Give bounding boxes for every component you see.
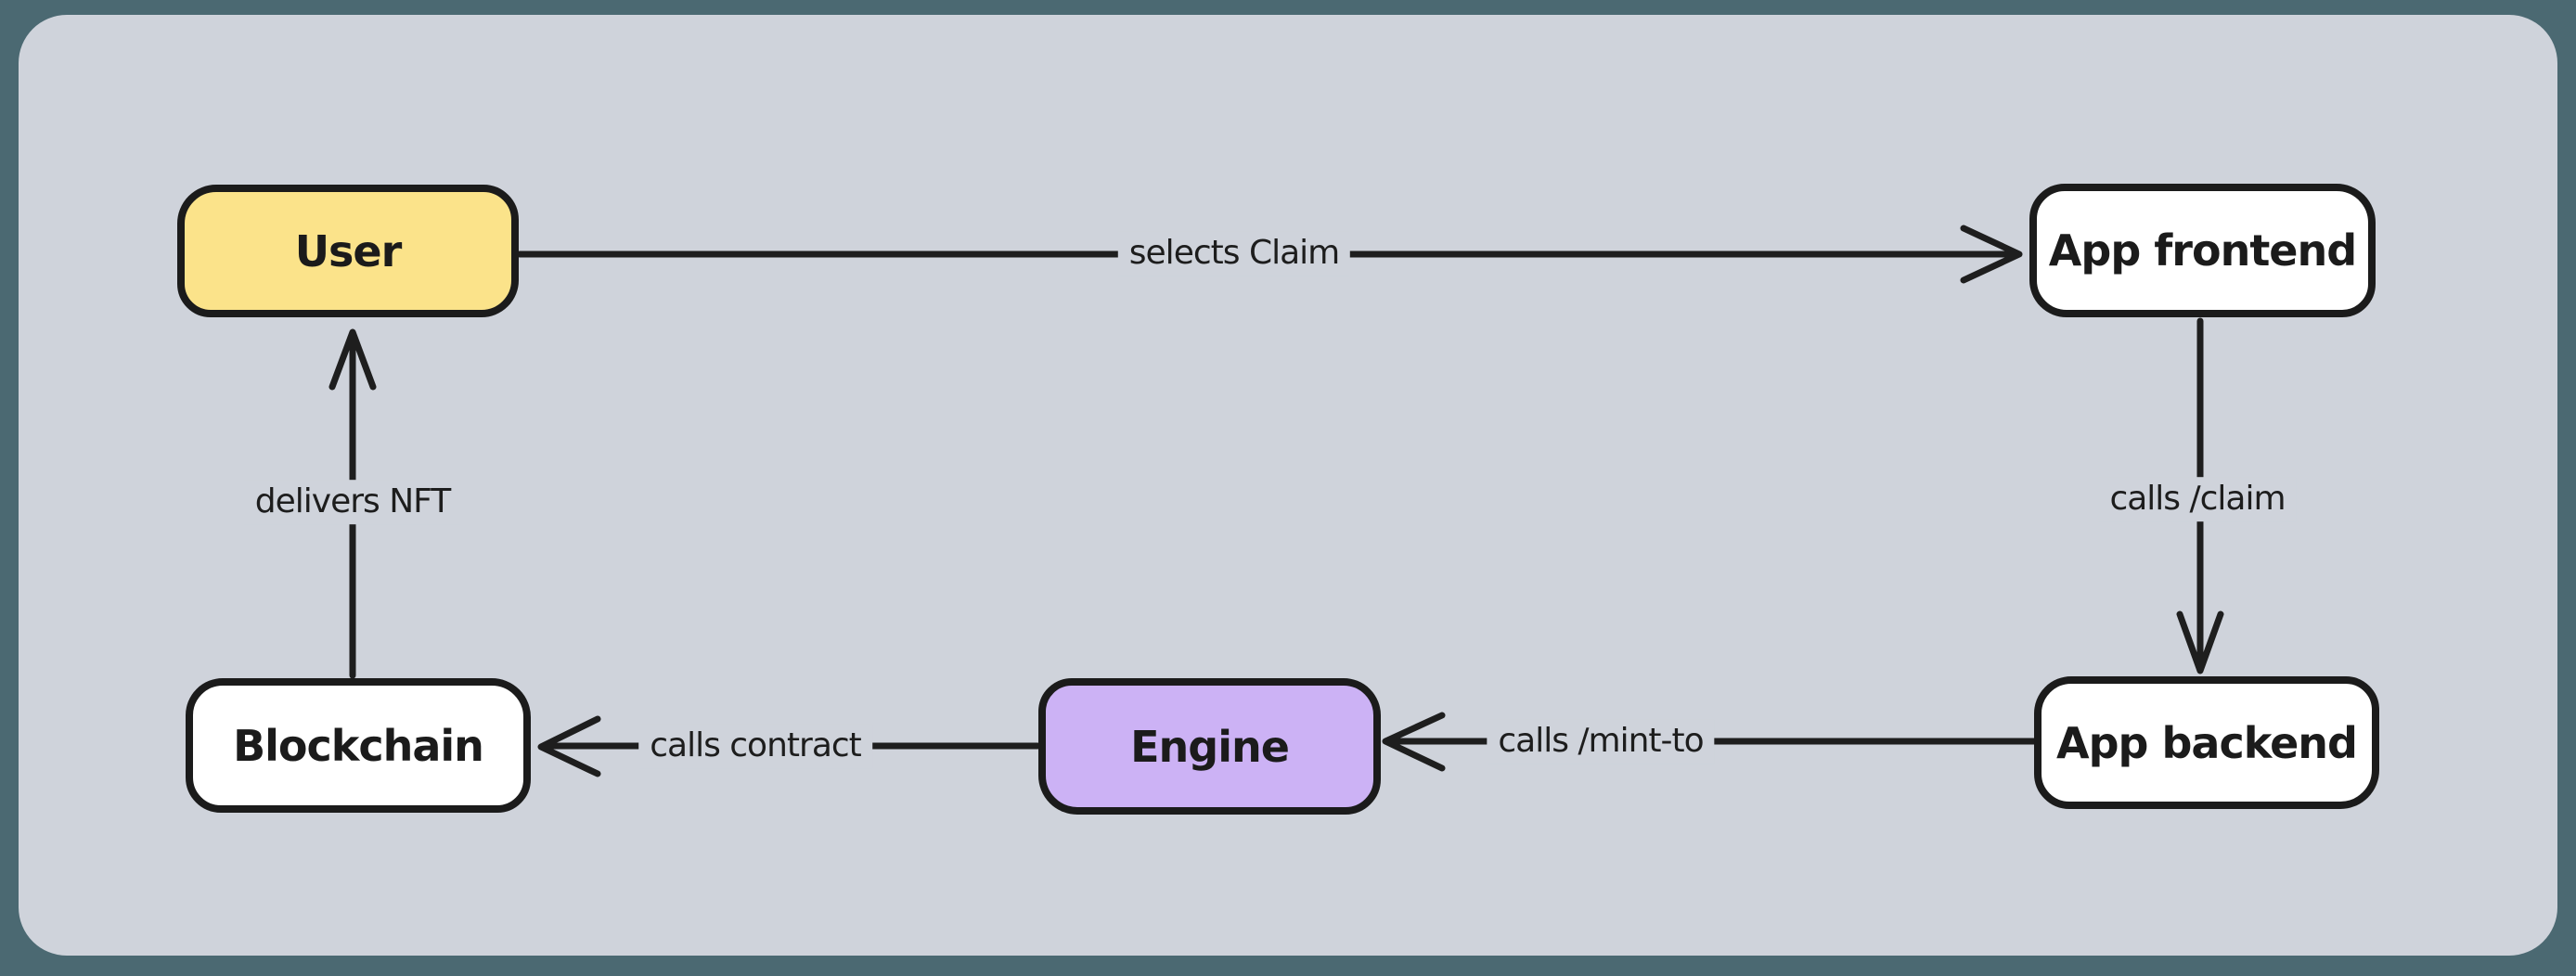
node-app-frontend-label: App frontend bbox=[2048, 225, 2357, 276]
node-app-backend[interactable]: App backend bbox=[2034, 676, 2379, 809]
node-blockchain-label: Blockchain bbox=[233, 720, 484, 771]
node-app-backend-label: App backend bbox=[2056, 717, 2358, 768]
diagram-canvas: selects Claim calls /claim calls /mint-t… bbox=[19, 15, 2557, 956]
node-blockchain[interactable]: Blockchain bbox=[186, 678, 531, 813]
edge-label-calls-mint-to: calls /mint-to bbox=[1487, 719, 1715, 764]
edge-label-calls-claim: calls /claim bbox=[2098, 477, 2297, 521]
edge-label-delivers-nft: delivers NFT bbox=[243, 480, 462, 524]
edge-label-calls-contract: calls contract bbox=[638, 724, 872, 768]
node-app-frontend[interactable]: App frontend bbox=[2029, 184, 2376, 317]
node-user-label: User bbox=[294, 225, 403, 276]
edge-label-selects-claim: selects Claim bbox=[1117, 231, 1351, 276]
node-engine[interactable]: Engine bbox=[1038, 678, 1381, 815]
node-engine-label: Engine bbox=[1130, 721, 1290, 772]
node-user[interactable]: User bbox=[177, 185, 519, 317]
